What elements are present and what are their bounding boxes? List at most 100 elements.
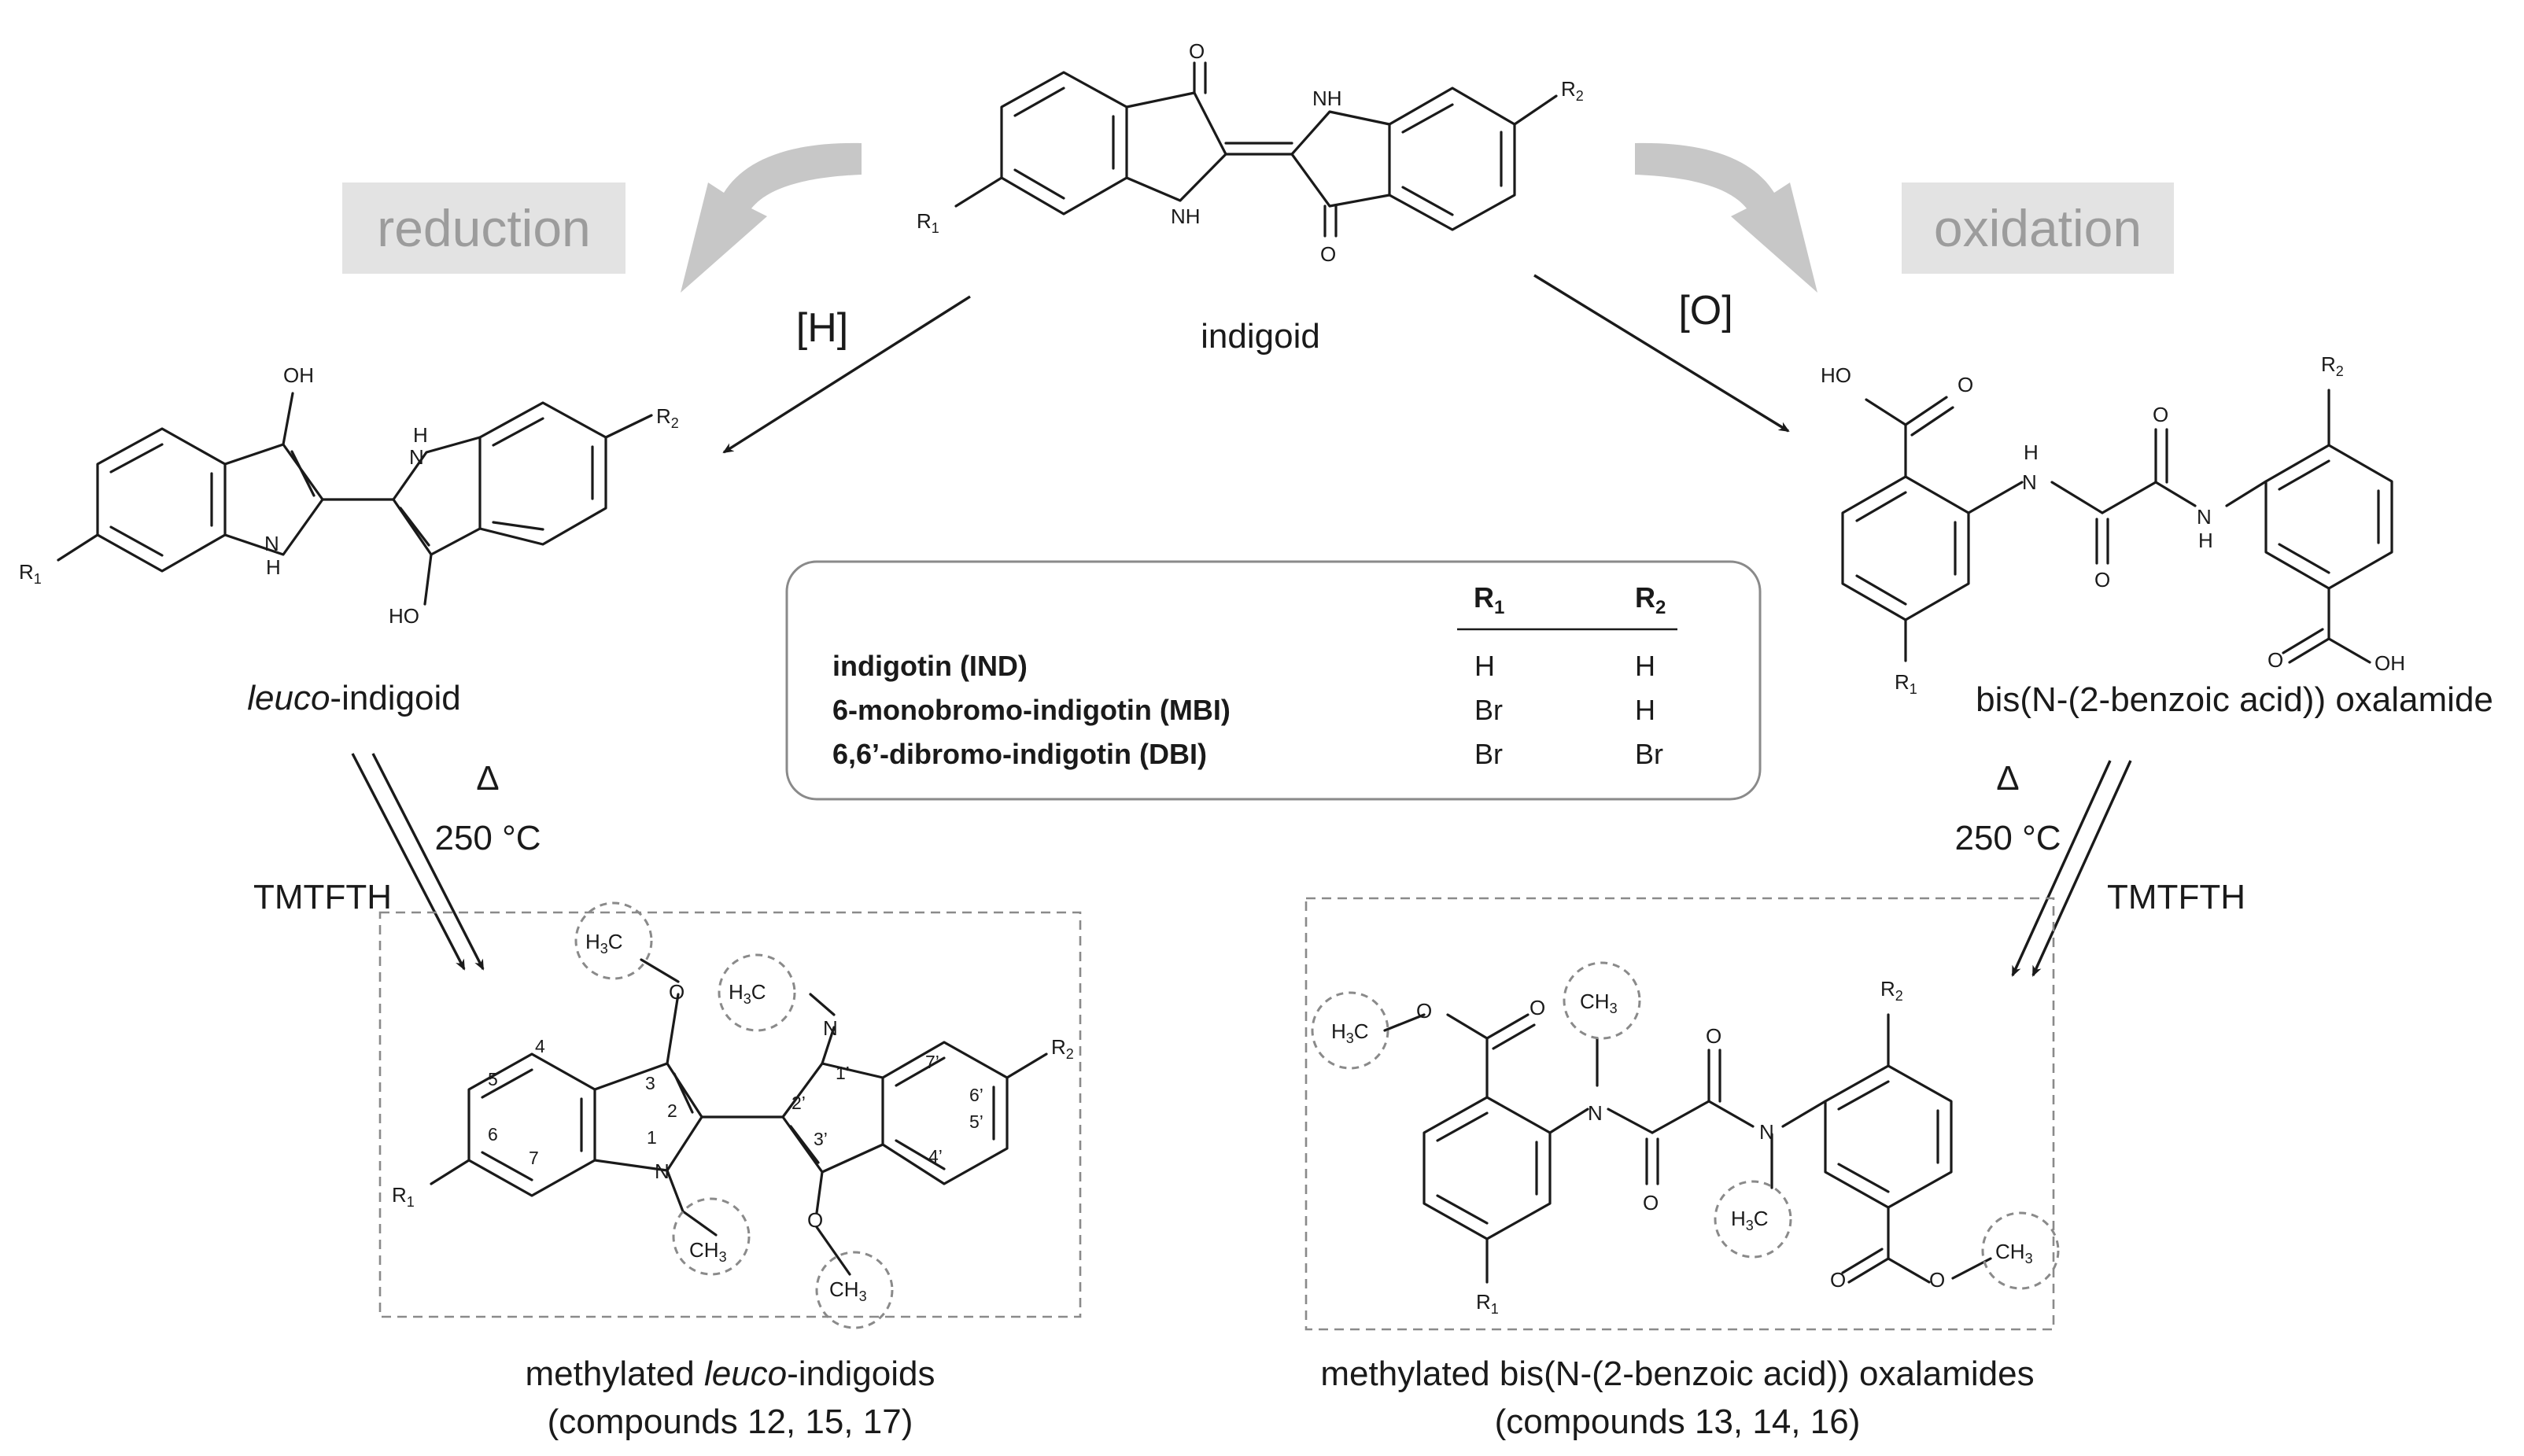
svg-text:5: 5 xyxy=(488,1069,498,1089)
svg-text:H3C: H3C xyxy=(585,930,623,957)
svg-text:1’: 1’ xyxy=(836,1063,850,1083)
svg-text:H3C: H3C xyxy=(1331,1019,1369,1046)
svg-text:HO: HO xyxy=(1821,363,1851,387)
svg-text:H: H xyxy=(1635,650,1655,682)
left-reagent-tmtfth: TMTFTH xyxy=(253,878,392,916)
svg-text:Br: Br xyxy=(1635,738,1663,770)
svg-text:R1: R1 xyxy=(19,560,42,587)
svg-text:O: O xyxy=(1189,39,1205,63)
svg-text:R2: R2 xyxy=(1561,77,1584,104)
svg-text:R2: R2 xyxy=(1880,977,1903,1004)
svg-text:4: 4 xyxy=(535,1036,545,1056)
reduction-label: reduction xyxy=(342,182,625,274)
svg-text:H3C: H3C xyxy=(1731,1207,1769,1233)
svg-text:R1: R1 xyxy=(917,209,939,236)
right-temperature: 250 °C xyxy=(1954,819,2061,857)
oxidation-reagent: [O] xyxy=(1678,288,1732,334)
svg-text:R2: R2 xyxy=(1635,581,1666,618)
methylated-leuco-indigoid-structure: O N N O R1 R2 H3C H3C CH3 CH3 5 4 3 2 1 … xyxy=(392,901,1074,1329)
svg-text:H: H xyxy=(1474,650,1495,682)
substituent-table: R1 R2 indigotin (IND) H H 6-monobromo-in… xyxy=(785,560,1762,801)
svg-text:6’: 6’ xyxy=(969,1085,983,1105)
svg-text:R1: R1 xyxy=(392,1183,415,1210)
svg-text:R2: R2 xyxy=(656,404,679,431)
methylated-oxalamide-structure: O O N O O N O O R2 R1 H3C CH3 H3C CH3 xyxy=(1311,961,2060,1317)
left-heat-symbol: Δ xyxy=(476,759,499,798)
svg-text:O: O xyxy=(1929,1268,1945,1292)
oxidation-label: oxidation xyxy=(1902,182,2174,274)
indigoid-structure: O O NH NH R1 R2 xyxy=(917,39,1584,266)
svg-text:6-monobromo-indigotin (MBI): 6-monobromo-indigotin (MBI) xyxy=(832,694,1231,726)
svg-text:O: O xyxy=(1530,996,1545,1019)
left-temperature: 250 °C xyxy=(434,819,541,857)
leuco-indigoid-caption: leuco-indigoid xyxy=(247,679,461,717)
svg-text:2’: 2’ xyxy=(792,1093,806,1113)
svg-text:6,6’-dibromo-indigotin (DBI): 6,6’-dibromo-indigotin (DBI) xyxy=(832,738,1207,770)
svg-text:3’: 3’ xyxy=(814,1129,828,1149)
svg-text:OH: OH xyxy=(2375,651,2405,675)
svg-text:R1: R1 xyxy=(1895,670,1917,697)
svg-text:1: 1 xyxy=(647,1127,657,1148)
svg-text:O: O xyxy=(807,1208,823,1232)
svg-text:O: O xyxy=(1830,1268,1846,1292)
svg-text:5’: 5’ xyxy=(969,1111,983,1132)
svg-text:H: H xyxy=(2198,529,2213,552)
svg-text:O: O xyxy=(2153,403,2168,426)
svg-text:N: N xyxy=(655,1159,670,1183)
right-heat-symbol: Δ xyxy=(1996,759,2019,798)
svg-text:O: O xyxy=(1643,1191,1659,1215)
methylated-leuco-compounds: (compounds 12, 15, 17) xyxy=(548,1403,913,1441)
svg-text:3: 3 xyxy=(645,1073,655,1093)
svg-text:CH3: CH3 xyxy=(829,1277,867,1304)
svg-text:R1: R1 xyxy=(1474,581,1504,618)
svg-text:N: N xyxy=(409,445,424,469)
svg-text:CH3: CH3 xyxy=(689,1238,727,1265)
svg-text:N: N xyxy=(1759,1120,1774,1144)
svg-text:H: H xyxy=(413,423,428,447)
oxidation-arrow xyxy=(1533,274,1790,433)
svg-text:H: H xyxy=(2024,440,2039,464)
indigoid-caption: indigoid xyxy=(1201,317,1320,356)
svg-text:HO: HO xyxy=(389,604,419,628)
svg-text:Br: Br xyxy=(1474,738,1503,770)
right-thermolysis-arrow xyxy=(2011,760,2132,977)
svg-text:O: O xyxy=(1320,242,1336,266)
svg-text:4’: 4’ xyxy=(928,1146,943,1167)
methylated-oxalamide-box xyxy=(1304,897,2055,1331)
svg-text:H3C: H3C xyxy=(729,980,766,1007)
oxalamide-caption: bis(N-(2-benzoic acid)) oxalamide xyxy=(1976,680,2493,719)
svg-text:R2: R2 xyxy=(1051,1035,1074,1062)
svg-text:R2: R2 xyxy=(2321,352,2344,379)
svg-text:H: H xyxy=(266,555,281,579)
svg-text:O: O xyxy=(669,980,685,1004)
svg-text:O: O xyxy=(2268,648,2283,672)
reduction-curved-arrow xyxy=(681,142,862,293)
svg-text:Br: Br xyxy=(1474,694,1503,726)
svg-text:R1: R1 xyxy=(1476,1290,1499,1317)
leuco-indigoid-structure: OH H N N H HO R1 R2 xyxy=(19,363,679,628)
svg-text:indigotin (IND): indigotin (IND) xyxy=(832,650,1028,682)
oxalamide-structure: HO O H N O O N H O OH R2 R1 xyxy=(1821,352,2405,697)
svg-text:oxidation: oxidation xyxy=(1934,199,2142,257)
svg-text:N: N xyxy=(2197,505,2212,529)
left-thermolysis-arrow xyxy=(351,753,485,971)
svg-text:CH3: CH3 xyxy=(1580,990,1618,1016)
svg-text:N: N xyxy=(264,532,279,555)
svg-text:7: 7 xyxy=(529,1148,539,1168)
svg-text:CH3: CH3 xyxy=(1995,1240,2033,1266)
svg-text:NH: NH xyxy=(1312,87,1342,110)
svg-text:O: O xyxy=(1706,1024,1721,1048)
svg-text:H: H xyxy=(1635,694,1655,726)
svg-text:O: O xyxy=(1416,999,1432,1023)
svg-text:N: N xyxy=(2022,470,2037,494)
methylated-leuco-caption: methylated leuco-indigoids xyxy=(526,1355,935,1393)
svg-text:O: O xyxy=(1958,373,1973,396)
methylated-leuco-box xyxy=(378,911,1082,1318)
right-reagent-tmtfth: TMTFTH xyxy=(2107,878,2245,916)
svg-text:N: N xyxy=(823,1016,838,1040)
reduction-reagent: [H] xyxy=(796,305,848,351)
svg-text:7’: 7’ xyxy=(925,1052,939,1072)
oxidation-curved-arrow xyxy=(1635,142,1817,293)
svg-text:reduction: reduction xyxy=(377,199,591,257)
